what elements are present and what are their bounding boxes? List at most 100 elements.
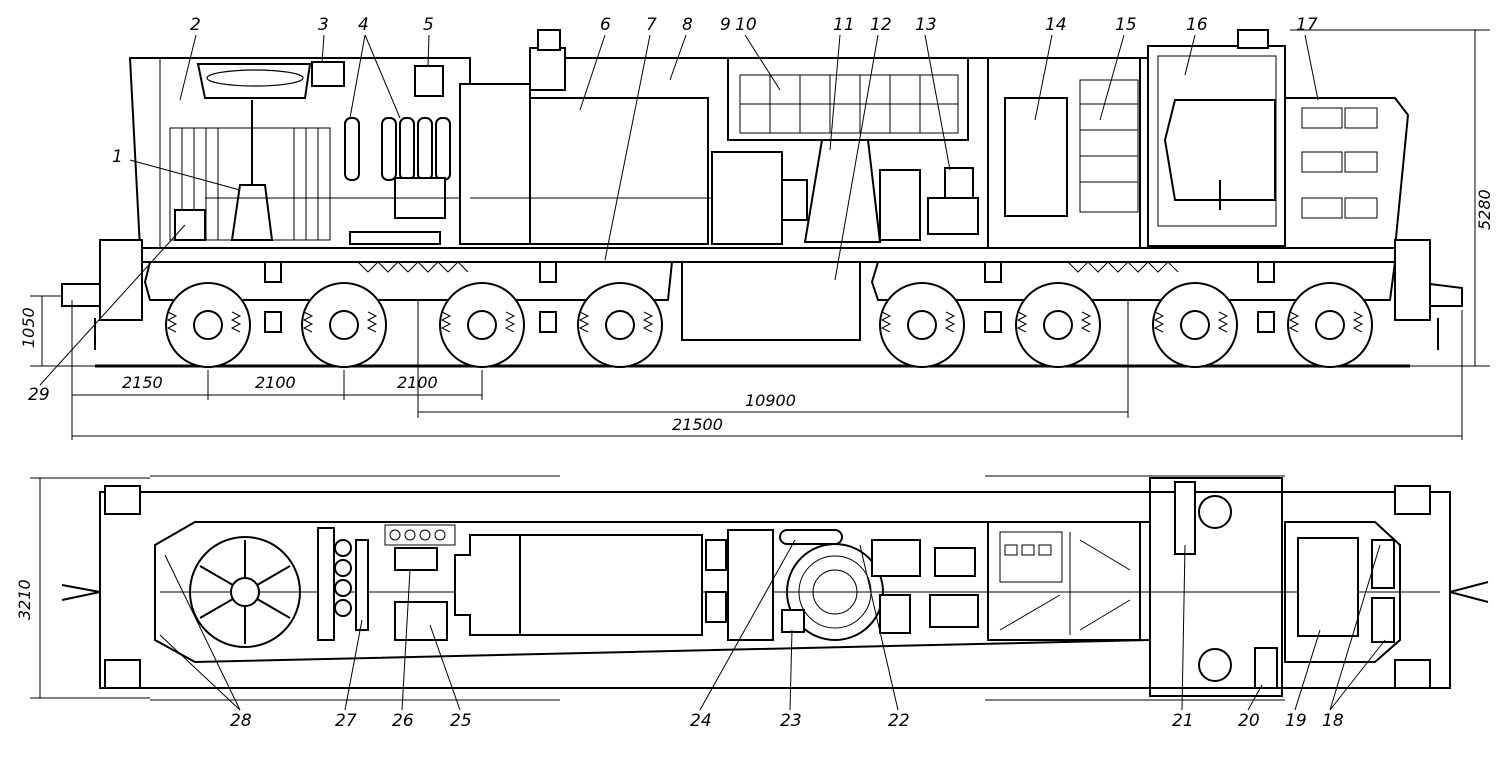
fan-hub — [230, 577, 260, 607]
callout-20: 20 — [1238, 711, 1260, 731]
dim-height-total: 5280 — [1475, 189, 1494, 230]
cylinder-2 — [399, 117, 415, 181]
callout-18: 18 — [1322, 711, 1344, 731]
dim-axle-spacing-2: 2100 — [397, 373, 438, 392]
callout-3: 3 — [318, 15, 329, 35]
shelving — [1079, 79, 1139, 213]
cylinder-3 — [417, 117, 433, 181]
callout-2: 2 — [190, 15, 201, 35]
generator-housing — [803, 139, 882, 243]
fuel-tank — [681, 261, 861, 341]
wheelsets — [165, 282, 1373, 368]
callout-27: 27 — [335, 711, 357, 731]
exciter-plan — [934, 547, 976, 577]
auxiliary-machine — [879, 169, 921, 241]
seat-2 — [1198, 648, 1232, 682]
wheel-5 — [879, 282, 965, 368]
component-3 — [311, 61, 345, 87]
radiator-fan — [189, 536, 301, 648]
engine-body — [529, 97, 709, 245]
engine-block — [459, 83, 531, 245]
callout-28: 28 — [230, 711, 252, 731]
sand-box-2 — [1371, 597, 1395, 643]
callout-19: 19 — [1285, 711, 1307, 731]
wheel-4 — [577, 282, 663, 368]
secondary-suspension — [357, 261, 1179, 273]
traction-generator — [711, 151, 783, 245]
roof-grille-lines — [740, 75, 958, 133]
callout-8: 8 — [682, 15, 693, 35]
callout-15: 15 — [1115, 15, 1137, 35]
electrical-room-plan — [987, 521, 1141, 641]
pipe-24 — [779, 529, 843, 545]
cabinet-panels — [1004, 544, 1052, 556]
compressor-base — [349, 231, 441, 245]
electrical-room — [987, 57, 1141, 249]
horn — [1237, 29, 1269, 49]
exhaust-stack — [537, 29, 561, 51]
rear-box-1 — [1301, 107, 1343, 129]
exhaust-silencer — [529, 47, 566, 91]
callout-24: 24 — [690, 711, 712, 731]
wheel-1 — [165, 282, 251, 368]
rear-box-5 — [1344, 151, 1378, 173]
diagonal-panels — [999, 539, 1131, 631]
radiator-section — [317, 527, 335, 641]
exciter — [927, 197, 979, 235]
filters — [334, 539, 352, 617]
length-dim-lines — [71, 300, 1463, 440]
callout-17: 17 — [1296, 15, 1318, 35]
callout-1: 1 — [112, 147, 123, 167]
unit-23 — [781, 609, 805, 633]
wheel-7 — [1152, 282, 1238, 368]
wheel-3 — [439, 282, 525, 368]
callout-10: 10 — [735, 15, 757, 35]
callout-13: 13 — [915, 15, 937, 35]
auxiliary-unit — [174, 209, 206, 241]
callout-6: 6 — [600, 15, 611, 35]
rear-headstock — [1394, 239, 1431, 321]
turbo-2 — [705, 591, 727, 623]
dim-end-to-axle: 2150 — [122, 373, 163, 392]
callout-21: 21 — [1172, 711, 1194, 731]
unit-25 — [394, 601, 448, 641]
frame-outline — [99, 491, 1451, 689]
shaft-27 — [355, 539, 369, 631]
callout-22: 22 — [888, 711, 910, 731]
bogie-pivots — [264, 261, 1275, 333]
wheel-8 — [1287, 282, 1373, 368]
callout-7: 7 — [646, 15, 657, 35]
rear-coupler-plan — [1449, 581, 1489, 603]
main-frame — [99, 247, 1396, 263]
callout-16: 16 — [1186, 15, 1208, 35]
dim-axle-spacing-1: 2100 — [255, 373, 296, 392]
dim-length-total: 21500 — [672, 415, 723, 434]
callout-labels: 1 2 3 4 5 6 7 8 9 10 11 12 13 14 15 16 1… — [28, 15, 1344, 731]
seat-1 — [1198, 495, 1232, 529]
turbo-1 — [705, 539, 727, 571]
engine-block-plan — [519, 534, 703, 636]
rear-box-4 — [1344, 107, 1378, 129]
callout-9: 9 — [720, 15, 731, 35]
springs — [166, 311, 1364, 333]
cab-plan — [1149, 477, 1283, 697]
callout-4: 4 — [358, 15, 369, 35]
dimension-labels: 5280 1050 3210 2150 2100 2100 10900 2150… — [15, 189, 1494, 620]
dim-width: 3210 — [15, 579, 34, 620]
shelf-lines — [1080, 103, 1138, 183]
sand-box-1 — [1371, 539, 1395, 589]
fan-drive-reducer — [230, 184, 274, 241]
cabinet-plan — [999, 531, 1063, 583]
callout-5: 5 — [423, 15, 434, 35]
callout-25: 25 — [450, 711, 472, 731]
corner-steps — [104, 485, 1431, 689]
generator-plan — [727, 529, 774, 641]
plan-view — [30, 475, 1489, 701]
machine-22 — [879, 594, 911, 634]
dim-coupler-height: 1050 — [19, 307, 38, 348]
roof-hatch — [727, 57, 969, 141]
rear-coupler — [1429, 282, 1463, 307]
front-coupler — [61, 283, 101, 307]
